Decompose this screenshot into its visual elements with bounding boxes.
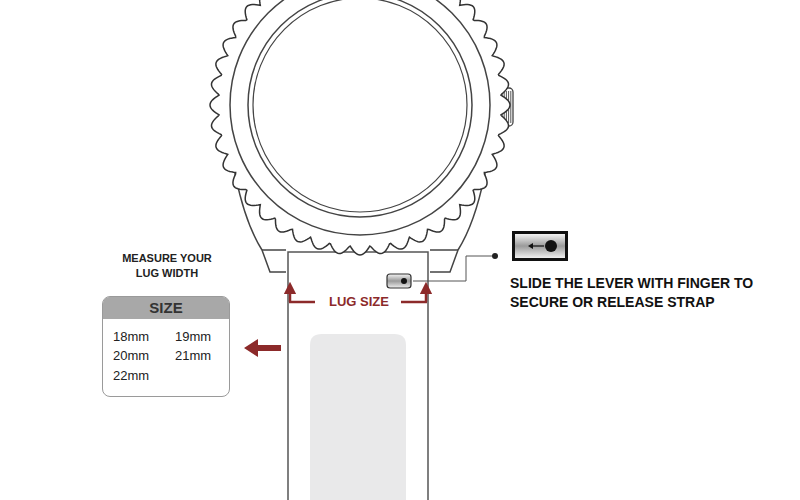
table-heading: MEASURE YOUR LUG WIDTH [93,251,241,281]
leader-line [413,253,498,281]
table-cell: 22mm [113,368,149,384]
dimension-label: LUG SIZE [318,294,400,310]
table-cell: 20mm [113,348,149,364]
table-cell: 18mm [113,329,149,345]
strap [288,252,428,500]
table-header: SIZE [103,297,229,319]
pointer-arrow [244,339,281,357]
table-cell: 21mm [175,348,211,364]
lever-icon [512,231,568,261]
instruction-note: SLIDE THE LEVER WITH FINGER TO SECURE OR… [510,274,760,312]
bezel [210,0,510,255]
table-cell: 19mm [175,329,211,345]
